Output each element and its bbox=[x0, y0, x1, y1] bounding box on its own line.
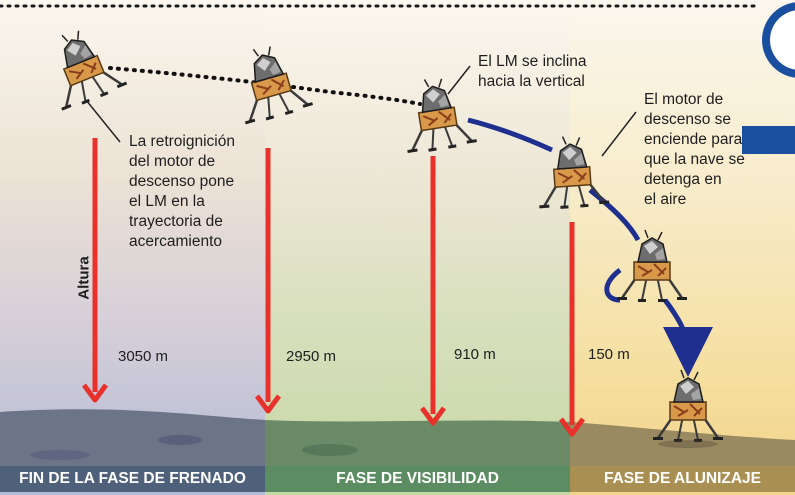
altitude-arrow-2950 bbox=[254, 148, 282, 414]
caption-descent-motor: El motor de descenso se enciende para qu… bbox=[644, 91, 745, 208]
corner-badge-inner bbox=[770, 10, 795, 70]
phase-label-alunizaje: FASE DE ALUNIZAJE bbox=[570, 466, 795, 492]
phase-label-visibilidad: FASE DE VISIBILIDAD bbox=[265, 466, 570, 492]
leader-line bbox=[447, 65, 471, 95]
lunar-module-3 bbox=[395, 71, 479, 157]
landing-dust bbox=[658, 440, 718, 448]
height-label-910: 910 m bbox=[454, 346, 496, 363]
crater bbox=[302, 444, 358, 456]
lunar-module-5 bbox=[615, 228, 689, 304]
caption-retroignition: La retroignición del motor de descenso p… bbox=[129, 133, 235, 250]
trajectory-final-arrow bbox=[662, 298, 713, 377]
altitude-arrow-150 bbox=[558, 222, 586, 437]
leader-line bbox=[85, 99, 121, 143]
altitude-arrow-3050 bbox=[81, 138, 109, 403]
altitude-arrow-910 bbox=[419, 156, 447, 426]
lunar-module-6 bbox=[651, 368, 725, 444]
lunar-module-1 bbox=[34, 18, 130, 114]
height-label-3050: 3050 m bbox=[118, 348, 169, 365]
height-label-150: 150 m bbox=[588, 346, 630, 363]
corner-tab bbox=[742, 126, 795, 154]
caption-lm-inclines: El LM se inclina hacia la vertical bbox=[478, 53, 587, 90]
height-label-2950: 2950 m bbox=[286, 348, 337, 365]
trajectory-segment bbox=[604, 268, 622, 303]
leader-line bbox=[601, 111, 637, 157]
trajectory-segment bbox=[467, 117, 554, 153]
phase-background-visibilidad bbox=[265, 0, 570, 495]
crater bbox=[30, 450, 90, 460]
crater bbox=[158, 435, 202, 445]
lunar-surface-alunizaje bbox=[570, 422, 795, 466]
braking-dotted-path bbox=[108, 66, 422, 106]
lunar-surface-visibilidad bbox=[265, 420, 570, 466]
trajectory-segment bbox=[588, 188, 641, 242]
phase-label-frenado: FIN DE LA FASE DE FRENADO bbox=[0, 466, 265, 492]
